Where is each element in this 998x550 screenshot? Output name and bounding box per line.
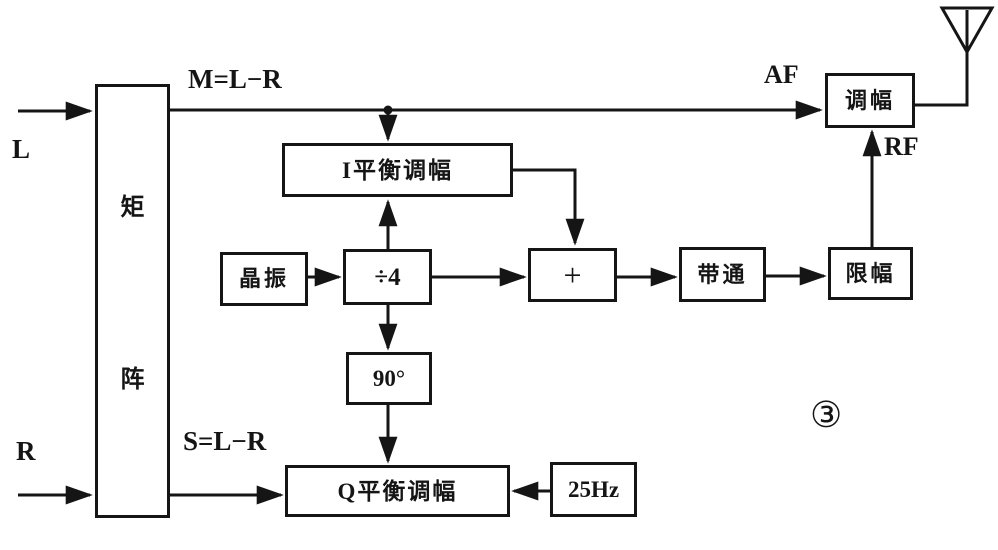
mono-signal-label: M=L−R	[188, 64, 282, 94]
input-label-r: R	[16, 436, 36, 466]
block-25hz-pilot: 25Hz	[550, 462, 637, 517]
wire-am-mod-to-antenna	[915, 52, 969, 107]
stereo-signal-label: S=L−R	[183, 426, 267, 456]
block-bandpass: 带通	[679, 247, 766, 302]
block-matrix: 矩 阵	[95, 84, 170, 518]
block-i-modulator: I平衡调幅	[282, 143, 513, 197]
block-q-modulator: Q平衡调幅	[285, 465, 510, 517]
figure-number: ③	[810, 395, 843, 436]
matrix-char-bottom: 阵	[120, 367, 145, 393]
antenna-icon	[939, 6, 995, 56]
input-label-l: L	[12, 134, 31, 164]
wire-i-mod-to-adder	[513, 168, 585, 246]
block-adder: +	[528, 248, 617, 302]
block-limiter: 限幅	[828, 247, 913, 300]
junction-dot	[383, 105, 393, 115]
block-am-modulator: 调幅	[825, 73, 915, 128]
block-90deg-phase-shift: 90°	[346, 352, 432, 405]
block-divide-by-4: ÷4	[343, 249, 432, 305]
af-label: AF	[764, 60, 799, 89]
rf-label: RF	[884, 132, 919, 161]
matrix-char-top: 矩	[120, 195, 145, 221]
block-crystal-oscillator: 晶振	[220, 252, 308, 306]
